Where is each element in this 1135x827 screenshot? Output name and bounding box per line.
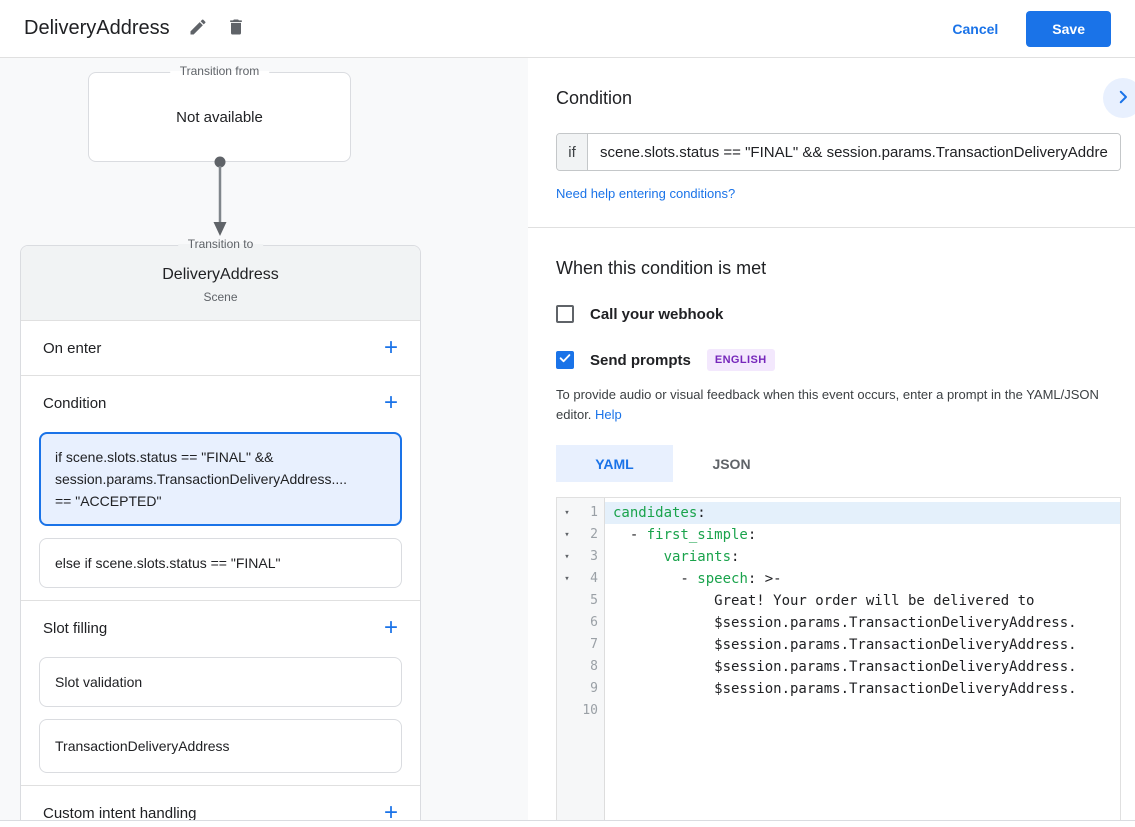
editor-code-area[interactable]: candidates: - first_simple: variants: - …	[605, 498, 1120, 820]
code-line[interactable]: variants:	[663, 549, 740, 565]
line-number: 7	[590, 637, 598, 652]
code-line[interactable]: $session.params.TransactionDeliveryAddre…	[613, 681, 1077, 697]
tab-json[interactable]: JSON	[712, 455, 751, 472]
line-number: 3	[590, 549, 598, 564]
send-prompts-row: Send prompts ENGLISH	[556, 349, 1135, 371]
transition-to-legend: Transition to	[177, 237, 264, 251]
trash-icon	[226, 17, 246, 40]
slot-validation-card[interactable]: Slot validation	[39, 657, 402, 707]
line-number: 6	[590, 615, 598, 630]
scene-card-header: DeliveryAddress Scene	[21, 246, 420, 321]
code-line[interactable]: $session.params.TransactionDeliveryAddre…	[613, 637, 1077, 653]
section-condition: Condition +	[21, 376, 420, 430]
fold-arrow-icon[interactable]: ▾	[564, 552, 570, 562]
custom-intent-label: Custom intent handling	[43, 804, 197, 821]
editor-gutter: ▾ 1 ▾ 2 ▾ 3 ▾ 4 5 6 7 8 9 10	[557, 498, 605, 820]
call-webhook-checkbox[interactable]	[556, 305, 574, 323]
transition-arrow	[212, 156, 228, 247]
language-badge: ENGLISH	[706, 349, 775, 371]
condition-help-link[interactable]: Need help entering conditions?	[556, 186, 736, 201]
page-bottom-edge	[0, 820, 1135, 826]
tab-yaml[interactable]: YAML	[556, 445, 673, 482]
add-slot-button[interactable]: +	[383, 614, 398, 641]
transition-from-legend: Transition from	[169, 64, 270, 78]
condition-expression-input[interactable]	[588, 134, 1120, 170]
prompt-hint: To provide audio or visual feedback when…	[556, 385, 1112, 425]
fold-arrow-icon[interactable]: ▾	[564, 574, 570, 584]
section-on-enter: On enter +	[21, 321, 420, 375]
pencil-icon	[188, 17, 208, 40]
code-line[interactable]: candidates:	[605, 502, 1120, 524]
send-prompts-checkbox[interactable]	[556, 351, 574, 369]
prompt-hint-text: To provide audio or visual feedback when…	[556, 387, 1099, 422]
code-line[interactable]: $session.params.TransactionDeliveryAddre…	[613, 615, 1077, 631]
save-button[interactable]: Save	[1026, 10, 1111, 47]
yaml-code-editor[interactable]: ▾ 1 ▾ 2 ▾ 3 ▾ 4 5 6 7 8 9 10 candidates: - first_simp…	[556, 497, 1121, 820]
line-number: 8	[590, 659, 598, 674]
add-condition-button[interactable]: +	[383, 389, 398, 416]
condition-label: Condition	[43, 394, 107, 412]
section-custom-intent: Custom intent handling +	[21, 786, 420, 821]
when-condition-heading: When this condition is met	[556, 258, 767, 278]
send-prompts-label: Send prompts	[590, 351, 691, 369]
section-slot-filling: Slot filling +	[21, 601, 420, 655]
scene-name: DeliveryAddress	[162, 266, 279, 283]
divider	[528, 227, 1135, 228]
condition-card-selected[interactable]: if scene.slots.status == "FINAL" && sess…	[39, 432, 402, 526]
cancel-button[interactable]: Cancel	[952, 20, 999, 37]
transition-to-panel: Transition to DeliveryAddress Scene On e…	[20, 237, 421, 820]
if-prefix-label: if	[557, 134, 588, 170]
transition-from-value: Not available	[176, 108, 263, 126]
line-number: 10	[582, 703, 598, 718]
on-enter-label: On enter	[43, 339, 102, 357]
code-line[interactable]: $session.params.TransactionDeliveryAddre…	[613, 659, 1077, 675]
transition-from-box: Transition from Not available	[88, 64, 351, 162]
scene-graph-canvas: Transition from Not available Transition…	[0, 58, 528, 820]
webhook-row: Call your webhook	[556, 305, 1135, 323]
divider	[21, 375, 420, 376]
code-line[interactable]: Great! Your order will be delivered to	[613, 593, 1035, 609]
edit-title-button[interactable]	[188, 17, 208, 40]
line-number: 2	[590, 527, 598, 542]
fold-arrow-icon[interactable]: ▾	[564, 508, 570, 518]
add-custom-intent-button[interactable]: +	[384, 801, 398, 821]
code-line[interactable]	[605, 700, 1120, 722]
call-webhook-label: Call your webhook	[590, 305, 724, 323]
delete-scene-button[interactable]	[226, 17, 246, 40]
slot-card[interactable]: TransactionDeliveryAddress	[39, 719, 402, 773]
scene-type-label: Scene	[203, 290, 238, 304]
scene-card: DeliveryAddress Scene On enter + Conditi…	[20, 245, 421, 820]
code-line[interactable]: - first_simple:	[613, 527, 757, 543]
panel-title: Condition	[556, 88, 633, 108]
main-split: Transition from Not available Transition…	[0, 58, 1135, 820]
code-line[interactable]: - speech: >-	[613, 571, 782, 587]
editor-tabs: YAML JSON	[556, 445, 1135, 482]
divider	[21, 785, 420, 786]
checkmark-icon	[558, 351, 572, 370]
line-number: 4	[590, 571, 598, 586]
add-on-enter-button[interactable]: +	[383, 334, 398, 361]
divider	[21, 600, 420, 601]
condition-detail-panel: Condition if Need help entering conditio…	[528, 58, 1135, 820]
chevron-right-icon	[1114, 88, 1132, 109]
slot-filling-label: Slot filling	[43, 619, 108, 637]
fold-arrow-icon[interactable]: ▾	[564, 530, 570, 540]
condition-input-group: if	[556, 133, 1121, 171]
page-title: DeliveryAddress	[24, 17, 170, 39]
transition-from-body-box: Not available	[88, 72, 351, 162]
line-number: 9	[590, 681, 598, 696]
app-bar: DeliveryAddress Cancel Save	[0, 0, 1135, 58]
prompt-help-link[interactable]: Help	[595, 407, 622, 422]
line-number: 5	[590, 593, 598, 608]
condition-card-else[interactable]: else if scene.slots.status == "FINAL"	[39, 538, 402, 588]
line-number: 1	[590, 505, 598, 520]
collapse-panel-button[interactable]	[1103, 78, 1135, 118]
